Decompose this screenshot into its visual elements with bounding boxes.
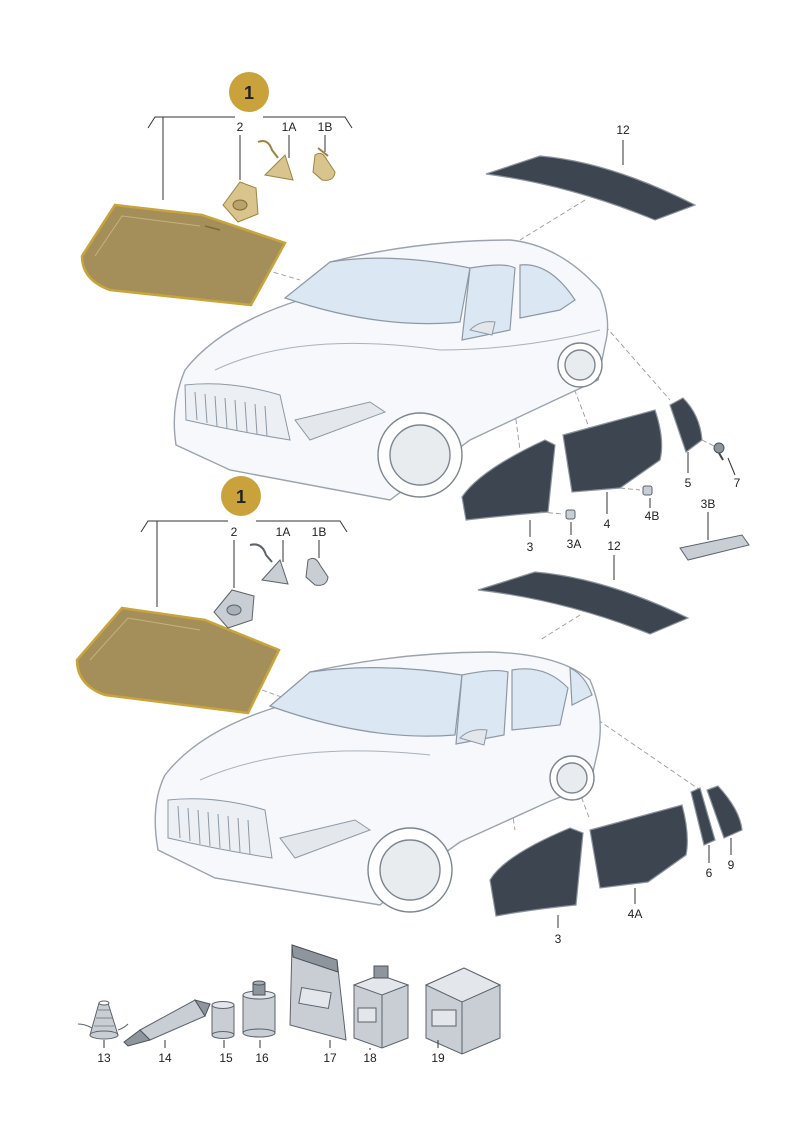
dash-top-doorr (539, 299, 591, 431)
callout-1-bottom-label: 1 (236, 487, 246, 507)
label-acc-18: 18 (363, 1051, 377, 1065)
sedan-rear-side-glass (519, 264, 576, 319)
estate-rear-side-glass (511, 668, 569, 731)
dash-top-roof (519, 199, 586, 241)
accessory-19-box[interactable] (424, 967, 502, 1055)
leader-top-7 (727, 457, 736, 476)
clip-3a-top[interactable] (565, 509, 576, 520)
cover-part-1a-top[interactable] (257, 140, 294, 181)
label-acc-14: 14 (158, 1051, 172, 1065)
accessories-row: 13 14 15 16 (77, 944, 502, 1065)
sedan-windshield-glass (283, 257, 471, 325)
cover-part-1a-bottom[interactable] (249, 543, 289, 585)
front-door-glass-3-bottom[interactable] (489, 827, 584, 917)
callout-1-top-label: 1 (244, 83, 254, 103)
accessory-15-primer-can[interactable] (211, 1001, 235, 1039)
quarter-glass-5-top[interactable] (669, 397, 703, 453)
top-section: 1 2 1A 1B 12 (80, 72, 750, 561)
label-top-4: 4 (604, 517, 611, 531)
dash-top-rear (599, 319, 671, 401)
bottom-section: 1 2 1A 1B 12 (75, 476, 743, 946)
rain-sensor-bracket-bottom[interactable] (213, 589, 255, 629)
estate-windshield-glass (268, 667, 463, 737)
strip-3b-top[interactable] (679, 534, 750, 561)
accessory-16-activator-can[interactable] (242, 980, 276, 1038)
bracket-bottom (140, 520, 348, 533)
label-top-1a: 1A (282, 120, 297, 134)
label-top-3: 3 (527, 540, 534, 554)
estate-quarter-glass (569, 667, 593, 706)
label-bottom-4a: 4A (628, 907, 643, 921)
label-acc-13: 13 (97, 1051, 111, 1065)
accessory-14-adhesive-tube[interactable] (123, 999, 211, 1047)
label-acc-15: 15 (219, 1051, 233, 1065)
sedan-mirror (469, 321, 496, 336)
front-door-glass-3-top[interactable] (461, 439, 556, 521)
label-bottom-1b: 1B (312, 525, 327, 539)
callout-1-bottom[interactable]: 1 (221, 476, 261, 516)
windshield-top[interactable] (80, 203, 287, 307)
label-top-7: 7 (734, 476, 741, 490)
label-acc-19: 19 (431, 1051, 445, 1065)
windshield-top-reflection (94, 215, 201, 257)
label-bottom-3: 3 (555, 932, 562, 946)
quarter-glass-6-bottom[interactable] (690, 787, 716, 846)
label-top-12: 12 (616, 123, 630, 137)
label-top-4b: 4B (645, 509, 660, 523)
clip-4b-top[interactable] (642, 485, 653, 496)
label-top-2: 2 (237, 120, 244, 134)
accessory-17-cleaning-pouch[interactable] (289, 944, 347, 1041)
roof-glass-bottom[interactable] (477, 571, 690, 635)
clip-7-top[interactable] (713, 442, 725, 461)
dash-bottom-rear (597, 719, 701, 791)
dash-top-7 (701, 439, 715, 447)
cover-part-1b-top[interactable] (312, 147, 336, 181)
accessory-18-bottle[interactable] (352, 965, 410, 1049)
dash-top-4b (619, 487, 641, 491)
estate-headlight (279, 819, 372, 859)
estate-grille (167, 798, 273, 859)
rear-door-glass-4-top[interactable] (562, 409, 663, 493)
dash-bottom-roof (539, 614, 581, 641)
callout-1-top[interactable]: 1 (229, 72, 269, 112)
label-bottom-1a: 1A (276, 525, 291, 539)
label-top-1b: 1B (318, 120, 333, 134)
label-bottom-9: 9 (728, 858, 735, 872)
label-bottom-6: 6 (706, 866, 713, 880)
windshield-bottom[interactable] (75, 606, 281, 715)
sedan-headlight (294, 401, 387, 441)
quarter-glass-9-bottom[interactable] (706, 785, 743, 839)
estate-mirror (459, 729, 488, 746)
label-top-3a: 3A (567, 537, 582, 551)
sedan-grille (184, 383, 291, 441)
roof-glass-top[interactable] (485, 155, 697, 221)
bracket-top (147, 116, 353, 129)
windshield-top-mirror-mount (204, 225, 221, 231)
dash-top-3a (539, 511, 564, 515)
accessory-13-cord-roll[interactable] (77, 1000, 129, 1040)
label-top-3b: 3B (701, 497, 716, 511)
estate-car (154, 651, 601, 913)
estate-front-side-glass (455, 669, 509, 745)
dash-top-windshield (265, 269, 301, 281)
label-top-5: 5 (685, 476, 692, 490)
label-acc-16: 16 (255, 1051, 269, 1065)
cover-part-1b-bottom[interactable] (305, 557, 329, 586)
rain-sensor-bracket-top[interactable] (222, 181, 259, 223)
sedan-front-side-glass (461, 264, 516, 341)
rear-door-glass-4a-bottom[interactable] (589, 804, 688, 889)
windshield-bottom-reflection (89, 617, 201, 661)
sedan-car (173, 239, 609, 501)
label-bottom-12: 12 (607, 539, 621, 553)
label-acc-17: 17 (323, 1051, 337, 1065)
label-bottom-2: 2 (231, 525, 238, 539)
